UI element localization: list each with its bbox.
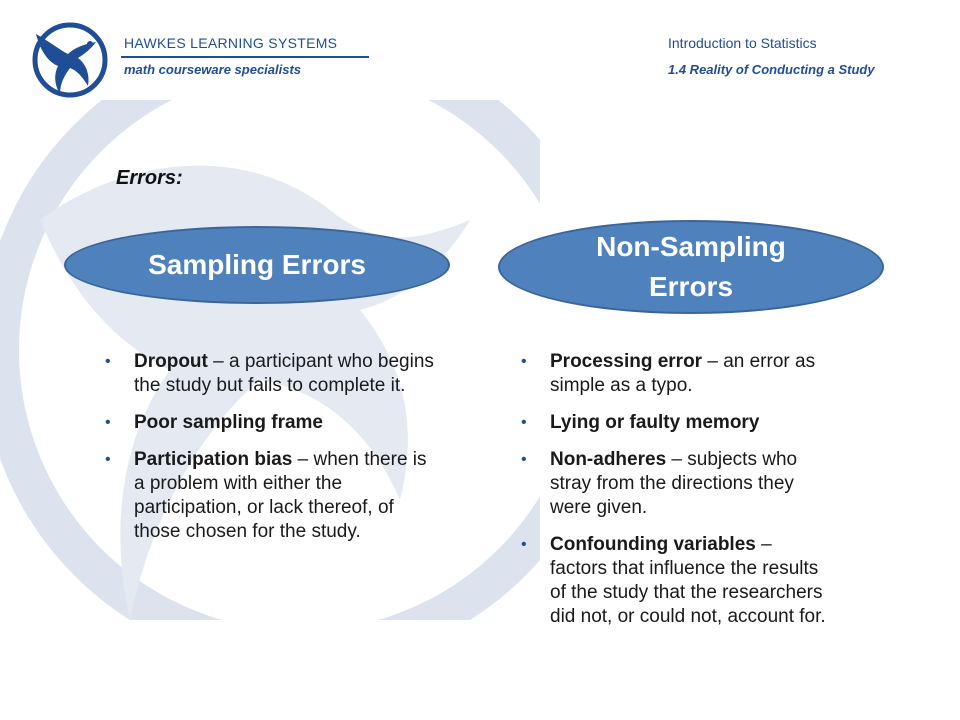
non-sampling-errors-title-line2: Errors <box>648 271 734 302</box>
item-term: Dropout <box>134 351 208 372</box>
item-term: Lying or faulty memory <box>550 412 760 433</box>
bullet-icon: • <box>521 414 527 431</box>
list-item: • Participation bias – when there is a p… <box>102 448 438 544</box>
item-term: Participation bias <box>134 449 293 470</box>
list-item: • Poor sampling frame <box>102 411 438 435</box>
list-item: • Dropout – a participant who begins the… <box>102 350 438 398</box>
eagle-logo-icon <box>32 22 108 98</box>
bullet-icon: • <box>105 451 111 468</box>
item-description: – an error as simple as a typo. <box>550 351 816 396</box>
non-sampling-errors-oval: Non-Sampling Errors <box>498 220 884 314</box>
item-term: Confounding variables <box>550 534 756 555</box>
brand-divider <box>121 56 369 58</box>
list-item: • Non-adheres – subjects who stray from … <box>518 448 830 520</box>
bullet-icon: • <box>105 414 111 431</box>
sampling-errors-oval: Sampling Errors <box>64 226 450 304</box>
course-title: Introduction to Statistics <box>668 35 817 51</box>
item-description: – a participant who begins the study but… <box>134 351 434 396</box>
non-sampling-errors-list: • Processing error – an error as simple … <box>518 350 830 642</box>
item-term: Non-adheres <box>550 449 667 470</box>
list-item: • Lying or faulty memory <box>518 411 830 435</box>
non-sampling-errors-title-line1: Non-Sampling <box>596 231 786 262</box>
sampling-errors-title: Sampling Errors <box>148 249 366 280</box>
bullet-icon: • <box>105 353 111 370</box>
brand-tagline: math courseware specialists <box>124 62 302 77</box>
list-item: • Processing error – an error as simple … <box>518 350 830 398</box>
sampling-errors-list: • Dropout – a participant who begins the… <box>102 350 438 557</box>
bullet-icon: • <box>521 536 527 553</box>
brand-name: HAWKES LEARNING SYSTEMS <box>124 35 338 51</box>
item-description: – when there is a problem with either th… <box>134 449 427 542</box>
bullet-icon: • <box>521 451 527 468</box>
bullet-icon: • <box>521 353 527 370</box>
item-term: Processing error <box>550 351 703 372</box>
slide-heading: Errors: <box>116 167 183 189</box>
list-item: • Confounding variables – factors that i… <box>518 533 830 629</box>
item-term: Poor sampling frame <box>134 412 323 433</box>
item-description: – subjects who stray from the directions… <box>550 449 798 518</box>
course-section: 1.4 Reality of Conducting a Study <box>668 62 875 77</box>
item-description: – factors that influence the results of … <box>550 534 826 627</box>
